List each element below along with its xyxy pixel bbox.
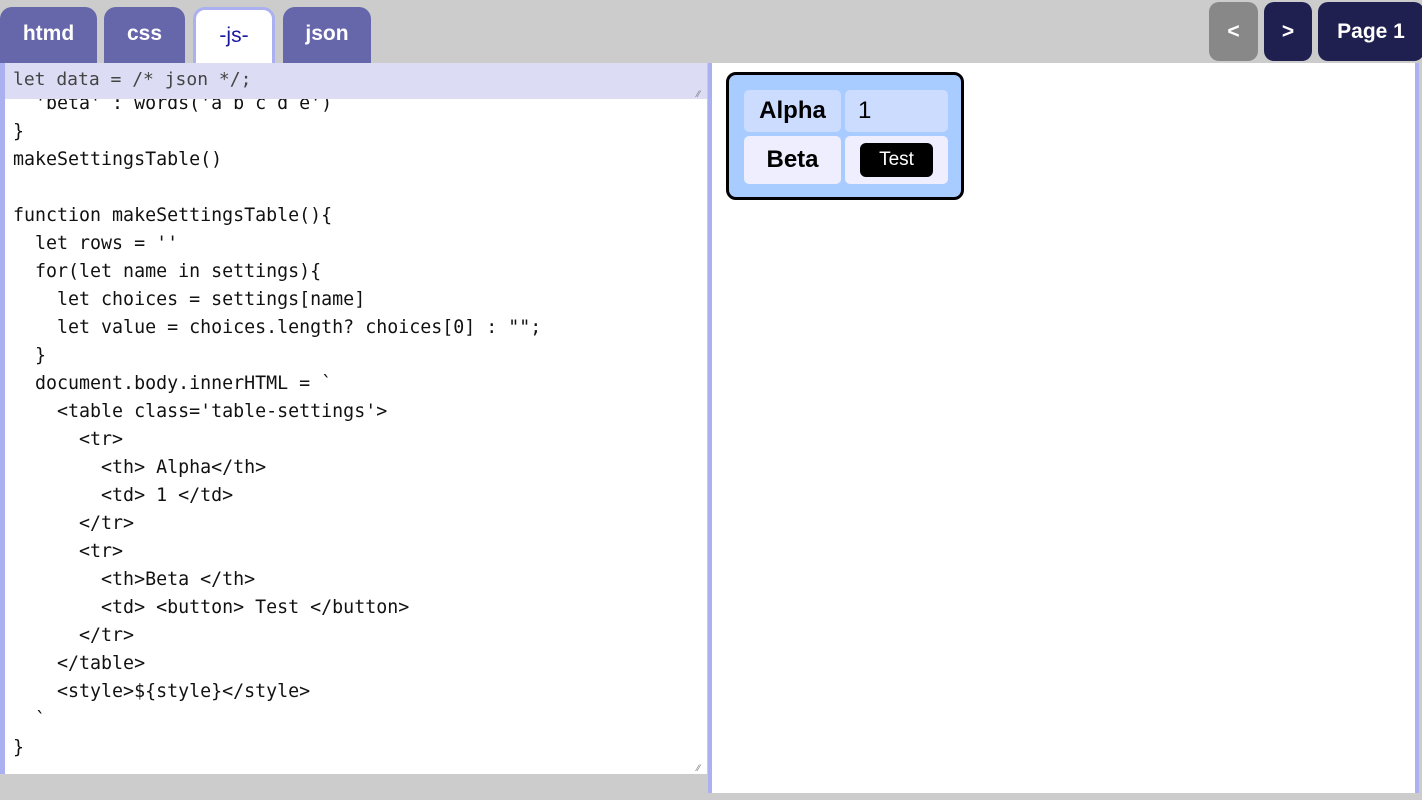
data-header-input[interactable]: let data = /* json */; xyxy=(5,63,707,99)
tab-label: css xyxy=(126,22,163,45)
resize-handle-icon[interactable]: ⁄⁄ xyxy=(697,763,701,773)
beta-label: Beta xyxy=(744,136,841,184)
prev-page-button[interactable]: < xyxy=(1209,2,1258,61)
settings-table: Alpha 1 Beta Test xyxy=(726,72,964,200)
tab-label: json xyxy=(305,22,349,45)
tab-json[interactable]: json xyxy=(283,7,371,65)
tab-js[interactable]: -js- xyxy=(193,7,275,65)
code-editor[interactable]: 'beta' : words('a b c d e') } makeSettin… xyxy=(13,93,542,758)
page-indicator[interactable]: Page 1 xyxy=(1318,2,1422,61)
next-page-button[interactable]: > xyxy=(1264,2,1312,61)
tab-label: -js- xyxy=(219,23,249,47)
alpha-label: Alpha xyxy=(744,90,841,132)
test-button[interactable]: Test xyxy=(860,143,933,177)
tab-css[interactable]: css xyxy=(104,7,185,65)
code-editor-panel: let data = /* json */; ⁄⁄ 'beta' : words… xyxy=(0,63,707,774)
resize-handle-icon[interactable]: ⁄⁄ xyxy=(697,89,701,99)
tab-label: htmd xyxy=(22,22,75,45)
alpha-value: 1 xyxy=(845,90,948,132)
beta-value: Test xyxy=(845,136,948,184)
tab-htmd[interactable]: htmd xyxy=(0,7,97,65)
preview-panel: Alpha 1 Beta Test xyxy=(708,63,1419,793)
